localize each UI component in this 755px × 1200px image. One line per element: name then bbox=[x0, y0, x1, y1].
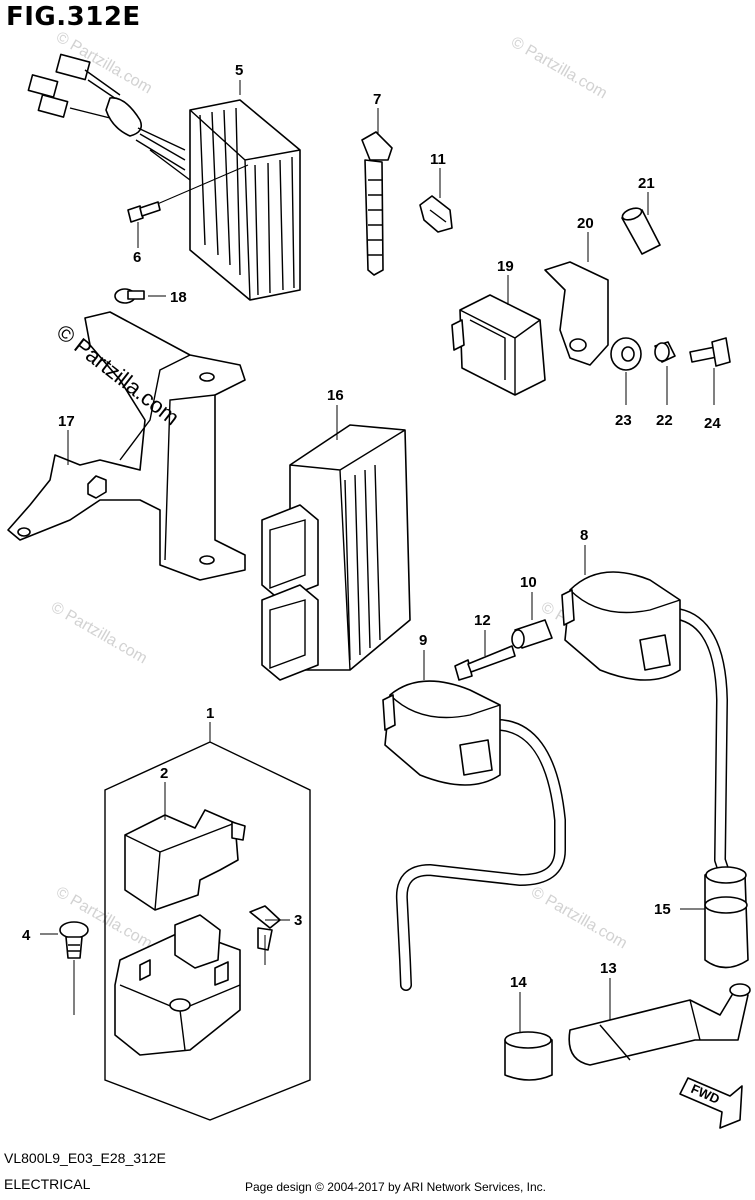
callout-3: 3 bbox=[294, 912, 302, 929]
figure-title: FIG.312E bbox=[6, 2, 141, 32]
callout-6: 6 bbox=[133, 249, 141, 266]
part-3-fuse[interactable] bbox=[249, 905, 290, 965]
callout-15: 15 bbox=[654, 901, 671, 918]
callout-20: 20 bbox=[577, 215, 594, 232]
part-12-bolt[interactable] bbox=[454, 630, 516, 681]
part-10-spacer[interactable] bbox=[511, 592, 553, 649]
part-18-screw[interactable] bbox=[114, 288, 166, 304]
fuse-box-base bbox=[114, 914, 241, 1056]
callout-1: 1 bbox=[206, 705, 214, 722]
callout-4: 4 bbox=[22, 927, 31, 944]
watermark-text: © Partzilla.com bbox=[48, 599, 150, 668]
callout-2: 2 bbox=[160, 765, 168, 782]
part-11-clip[interactable] bbox=[419, 168, 453, 233]
callout-9: 9 bbox=[419, 632, 427, 649]
callout-labels: 1 2 3 4 5 6 7 8 9 10 11 12 13 14 15 16 1… bbox=[22, 62, 721, 991]
part-2-cover[interactable] bbox=[124, 782, 246, 911]
callout-16: 16 bbox=[327, 387, 344, 404]
part-21-spacer[interactable] bbox=[621, 192, 661, 255]
part-23-grommet[interactable] bbox=[610, 337, 642, 405]
fwd-arrow: FWD bbox=[679, 1077, 743, 1129]
part-14-ring[interactable] bbox=[504, 992, 553, 1081]
callout-18: 18 bbox=[170, 289, 187, 306]
part-20-bracket[interactable] bbox=[544, 232, 609, 366]
callout-17: 17 bbox=[58, 413, 75, 430]
part-15-plug-cap-boot[interactable] bbox=[680, 866, 749, 969]
page-credit: Page design © 2004-2017 by ARI Network S… bbox=[245, 1180, 547, 1194]
part-7-cable-tie[interactable] bbox=[361, 108, 393, 276]
part-19-relay[interactable] bbox=[451, 275, 546, 396]
callout-23: 23 bbox=[615, 412, 632, 429]
part-9-ignition-coil[interactable] bbox=[382, 650, 566, 991]
category-label: ELECTRICAL bbox=[4, 1176, 91, 1192]
part-5-regulator[interactable] bbox=[27, 53, 301, 301]
part-24-bolt[interactable] bbox=[689, 337, 731, 405]
callout-21: 21 bbox=[638, 175, 655, 192]
part-22-collar[interactable] bbox=[654, 341, 676, 405]
callout-24: 24 bbox=[704, 415, 721, 432]
model-code: VL800L9_E03_E28_312E bbox=[4, 1150, 166, 1166]
callout-12: 12 bbox=[474, 612, 491, 629]
callout-14: 14 bbox=[510, 974, 527, 991]
part-6-bolt[interactable] bbox=[127, 201, 161, 248]
callout-22: 22 bbox=[656, 412, 673, 429]
part-4-screw[interactable] bbox=[40, 921, 89, 1015]
part-8-ignition-coil[interactable] bbox=[561, 545, 731, 881]
watermark-text: © Partzilla.com bbox=[508, 34, 610, 103]
callout-10: 10 bbox=[520, 574, 537, 591]
part-13-plug-cap[interactable] bbox=[568, 978, 751, 1066]
callout-7: 7 bbox=[373, 91, 381, 108]
part-17-bracket[interactable] bbox=[7, 311, 246, 581]
part-16-ecm[interactable] bbox=[261, 405, 411, 681]
callout-5: 5 bbox=[235, 62, 243, 79]
callout-11: 11 bbox=[430, 151, 446, 168]
watermark-text: © Partzilla.com bbox=[528, 884, 630, 953]
callout-13: 13 bbox=[600, 960, 617, 977]
callout-19: 19 bbox=[497, 258, 514, 275]
callout-8: 8 bbox=[580, 527, 588, 544]
part-1-fuse-box-assembly[interactable] bbox=[104, 722, 311, 1121]
